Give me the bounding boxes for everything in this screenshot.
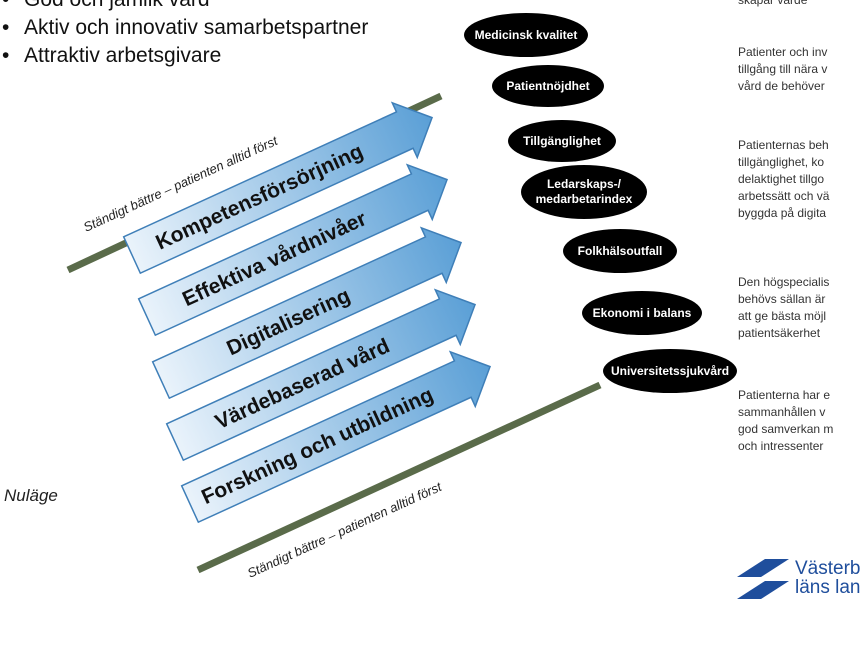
right-text-line: Den högspecialis (738, 275, 830, 289)
right-text-line: Patienternas beh (738, 138, 829, 152)
oval-label: Folkhälsoutfall (578, 244, 663, 258)
status-label: Nuläge (4, 486, 58, 505)
oval-ledarskaps-medarbetarindex: Ledarskaps-/ medarbetarindex (521, 165, 647, 219)
goal-bullet-list: •God och jämlik vård •Aktiv och innovati… (0, 0, 368, 70)
right-text-line: patientsäkerhet (738, 326, 821, 340)
right-text-line: delaktighet tillgo (738, 172, 825, 186)
right-text-line: behövs sällan är (738, 292, 826, 306)
logo-text: Västerb läns lan (795, 559, 861, 597)
right-text-line: tillgång till nära v (738, 62, 828, 76)
right-text-line: Patienter och inv (738, 45, 828, 59)
right-text-line: arbetssätt och vä (738, 189, 830, 203)
right-text-line: vård de behöver (738, 79, 825, 93)
oval-medicinsk-kvalitet: Medicinsk kvalitet (464, 13, 588, 57)
oval-label: Tillgänglighet (523, 134, 601, 148)
logo-mark-icon (737, 559, 789, 599)
right-text-line: att ge bästa möjl (738, 309, 827, 323)
right-text-column: skapar värde Patienter och inv tillgång … (738, 0, 866, 520)
right-text-line: och intressenter (738, 439, 824, 453)
goal-bullet: •God och jämlik vård (0, 0, 368, 14)
oval-patientnojdhet: Patientnöjdhet (492, 65, 604, 107)
region-logo: Västerb läns lan (735, 557, 866, 601)
bottom-bar-line (196, 381, 602, 574)
goal-bullet: •Aktiv och innovativ samarbetspartner (2, 16, 369, 39)
oval-label: Medicinsk kvalitet (475, 28, 578, 42)
oval-label: Patientnöjdhet (506, 79, 589, 93)
right-text-line: sammanhållen v (738, 405, 826, 419)
right-text-line: tillgänglighet, ko (738, 155, 825, 169)
bottom-tagline: Ständigt bättre – patienten alltid först (245, 478, 445, 580)
right-text-line: Patienterna har e (738, 388, 831, 402)
oval-label: medarbetarindex (536, 192, 633, 206)
right-text-line: god samverkan m (738, 422, 834, 436)
goal-bullet: •Attraktiv arbetsgivare (2, 44, 222, 67)
oval-label: Universitetssjukvård (611, 364, 729, 378)
oval-ekonomi-i-balans: Ekonomi i balans (582, 291, 702, 335)
oval-tillganglighet: Tillgänglighet (508, 120, 616, 162)
right-text-line: byggda på digita (738, 206, 827, 220)
right-text-line: skapar värde (738, 0, 808, 7)
oval-universitetssjukvard: Universitetssjukvård (603, 349, 737, 393)
oval-folkhalsoutfall: Folkhälsoutfall (563, 229, 677, 273)
oval-label: Ekonomi i balans (593, 306, 692, 320)
logo-line: läns lan (795, 577, 861, 598)
logo-line: Västerb (795, 558, 861, 579)
oval-label: Ledarskaps-/ (547, 177, 622, 191)
